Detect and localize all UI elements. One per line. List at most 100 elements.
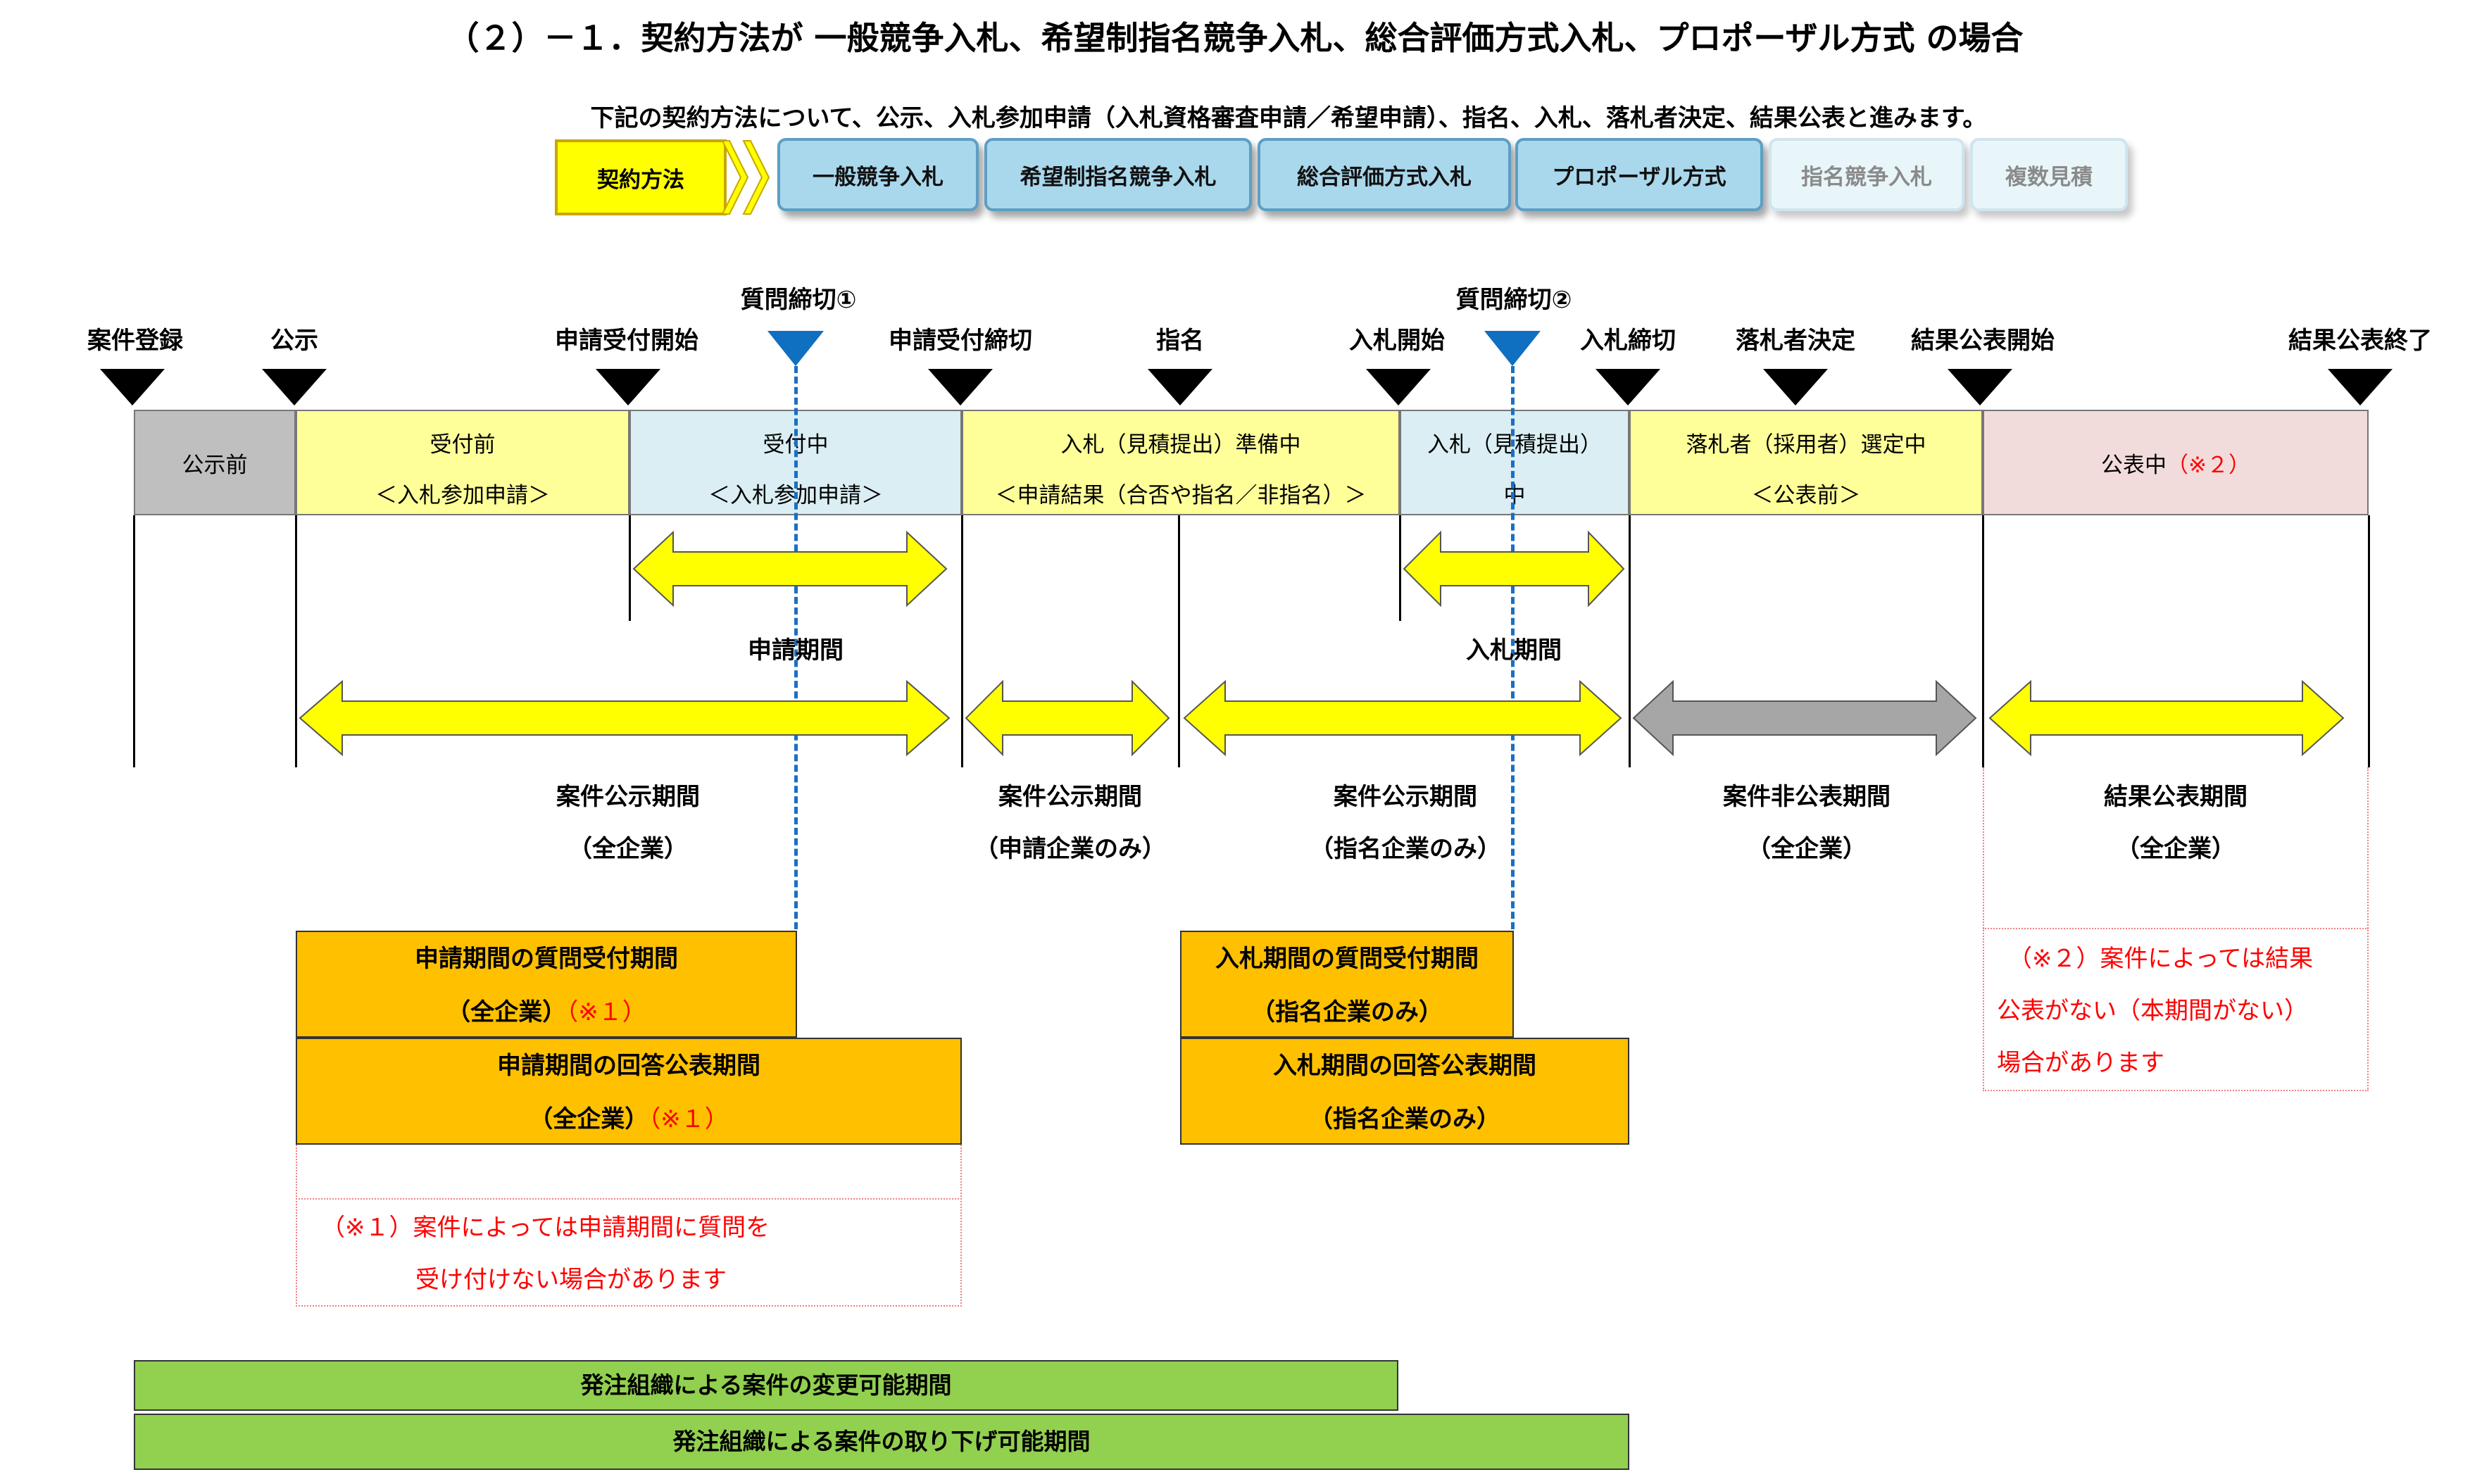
note-2-line: 場合があります bbox=[1997, 1049, 2164, 1077]
box-scope: （全企業） bbox=[529, 1105, 649, 1133]
note-2-box bbox=[1983, 767, 2369, 1091]
note-2-divider bbox=[1983, 928, 2369, 929]
milestone-marker-icon bbox=[2328, 369, 2393, 405]
method-button-proposal[interactable]: プロポーザル方式 bbox=[1515, 138, 1763, 211]
box-scope-group: （全企業）（※１） bbox=[297, 993, 796, 1027]
question-deadline-line bbox=[794, 366, 798, 929]
publication-period-label: 案件非公表期間 bbox=[1723, 783, 1891, 811]
timeline-divider bbox=[1982, 515, 1984, 767]
timeline-divider bbox=[133, 515, 135, 767]
timeline-divider bbox=[629, 515, 631, 621]
milestone-application-start: 申請受付開始 bbox=[555, 327, 698, 355]
milestone-application-deadline: 申請受付締切 bbox=[889, 327, 1032, 355]
non-public-period-arrow bbox=[1632, 679, 1977, 757]
phase-winner-selection: 落札者（採用者）選定中 ＜公表前＞ bbox=[1629, 410, 1983, 515]
milestone-marker-icon bbox=[1148, 369, 1212, 405]
question-deadline-line bbox=[1511, 366, 1515, 929]
phase-sublabel: ＜公表前＞ bbox=[1751, 483, 1861, 508]
publication-period-label: 案件公示期間 bbox=[998, 783, 1142, 811]
milestone-bidding-deadline: 入札締切 bbox=[1580, 327, 1676, 355]
public-period-all-arrow bbox=[299, 679, 951, 757]
phase-label: 公示前 bbox=[182, 452, 248, 478]
phase-label: 入札（見積提出） bbox=[1427, 432, 1602, 458]
milestone-designation: 指名 bbox=[1156, 327, 1204, 355]
question-deadline-marker-icon bbox=[1484, 331, 1541, 366]
milestone-question-deadline-1: 質問締切① bbox=[740, 286, 857, 314]
publication-period-label: 案件公示期間 bbox=[1334, 783, 1477, 811]
page-title: （２）－１．契約方法が 一般競争入札、希望制指名競争入札、総合評価方式入札、プロ… bbox=[446, 19, 2024, 57]
timeline-divider bbox=[2368, 515, 2370, 767]
box-note-ref: （※１） bbox=[566, 998, 646, 1026]
phase-publishing: 公表中（※２） bbox=[1983, 410, 2369, 515]
note-2-line: （※２）案件によっては結果 bbox=[2008, 945, 2314, 973]
application-period-label: 申請期間 bbox=[748, 636, 844, 665]
method-button-designated-competitive[interactable]: 指名競争入札 bbox=[1769, 138, 1964, 211]
publication-period-scope: （申請企業のみ） bbox=[974, 835, 1166, 863]
publication-period-scope: （指名企業のみ） bbox=[1310, 835, 1501, 863]
timeline-divider bbox=[961, 515, 963, 767]
bidding-question-period-box: 入札期間の質問受付期間 （指名企業のみ） bbox=[1180, 931, 1514, 1038]
milestone-marker-icon bbox=[928, 369, 993, 405]
bidding-period-label: 入札期間 bbox=[1466, 636, 1562, 665]
milestone-marker-icon bbox=[1763, 369, 1828, 405]
phase-before-acceptance: 受付前 ＜入札参加申請＞ bbox=[296, 410, 629, 515]
milestone-case-registration: 案件登録 bbox=[87, 327, 183, 355]
method-button-comprehensive-evaluation[interactable]: 総合評価方式入札 bbox=[1258, 138, 1511, 211]
box-note-ref: （※１） bbox=[648, 1105, 729, 1133]
milestone-announcement: 公示 bbox=[270, 327, 318, 355]
phase-sublabel: ＜申請結果（合否や指名／非指名）＞ bbox=[995, 483, 1367, 508]
phase-label: 落札者（採用者）選定中 bbox=[1686, 432, 1926, 458]
timeline-divider bbox=[1399, 515, 1401, 621]
milestone-bidding-start: 入札開始 bbox=[1349, 327, 1445, 355]
milestone-question-deadline-2: 質問締切② bbox=[1455, 286, 1572, 314]
phase-before-announcement: 公示前 bbox=[134, 410, 296, 515]
phase-bidding: 入札（見積提出） 中 bbox=[1400, 410, 1629, 515]
publication-period-label: 案件公示期間 bbox=[556, 783, 700, 811]
phase-label: 入札（見積提出）準備中 bbox=[1060, 432, 1301, 458]
milestone-marker-icon bbox=[1596, 369, 1660, 405]
page-subtitle: 下記の契約方法について、公示、入札参加申請（入札資格審査申請／希望申請）、指名、… bbox=[590, 104, 1987, 132]
timeline-divider bbox=[1178, 515, 1180, 767]
phase-bid-preparation: 入札（見積提出）準備中 ＜申請結果（合否や指名／非指名）＞ bbox=[962, 410, 1400, 515]
public-period-designated-arrow bbox=[1183, 679, 1622, 757]
application-answer-period-box: 申請期間の回答公表期間 （全企業）（※１） bbox=[296, 1038, 962, 1145]
question-deadline-marker-icon bbox=[767, 331, 824, 366]
change-possible-period-bar: 発注組織による案件の変更可能期間 bbox=[134, 1360, 1398, 1411]
milestone-result-publication-start: 結果公表開始 bbox=[1911, 327, 2055, 355]
milestone-marker-icon bbox=[262, 369, 327, 405]
milestone-marker-icon bbox=[100, 369, 165, 405]
box-scope: （指名企業のみ） bbox=[1251, 998, 1443, 1026]
box-title: 入札期間の質問受付期間 bbox=[1215, 945, 1479, 973]
milestone-marker-icon bbox=[596, 369, 660, 405]
publication-period-scope: （全企業） bbox=[568, 835, 688, 863]
box-title: 入札期間の回答公表期間 bbox=[1273, 1052, 1536, 1080]
note-1-divider bbox=[296, 1198, 962, 1200]
bidding-period-arrow bbox=[1403, 530, 1625, 608]
box-title: 申請期間の回答公表期間 bbox=[497, 1052, 760, 1080]
box-scope: （指名企業のみ） bbox=[1309, 1105, 1500, 1133]
publication-period-scope: （全企業） bbox=[2116, 835, 2236, 863]
milestone-winner-decision: 落札者決定 bbox=[1736, 327, 1855, 355]
contract-method-header: 契約方法 bbox=[555, 139, 779, 215]
milestone-marker-icon bbox=[1366, 369, 1431, 405]
box-title: 申請期間の質問受付期間 bbox=[415, 945, 678, 973]
note-2-line: 公表がない（本期間がない） bbox=[1997, 997, 2308, 1025]
box-scope: （全企業） bbox=[446, 998, 567, 1026]
withdrawal-possible-period-bar: 発注組織による案件の取り下げ可能期間 bbox=[134, 1414, 1629, 1470]
application-period-arrow bbox=[632, 530, 948, 608]
phase-note-ref: （※２） bbox=[2167, 452, 2250, 478]
phase-label-group: 公表中（※２） bbox=[1984, 411, 2367, 514]
public-period-applicants-arrow bbox=[965, 679, 1170, 757]
box-scope-group: （全企業）（※１） bbox=[297, 1100, 960, 1134]
method-button-multiple-quotes[interactable]: 複数見積 bbox=[1970, 138, 2128, 211]
publication-period-scope: （全企業） bbox=[1747, 835, 1867, 863]
result-publication-period-arrow bbox=[1988, 679, 2345, 757]
note-1-line: （※１）案件によっては申請期間に質問を bbox=[321, 1214, 770, 1242]
note-1-line: 受け付けない場合があります bbox=[415, 1266, 727, 1294]
milestone-marker-icon bbox=[1948, 369, 2012, 405]
method-button-general-competitive[interactable]: 一般競争入札 bbox=[777, 138, 979, 211]
milestone-result-publication-end: 結果公表終了 bbox=[2288, 327, 2432, 355]
phase-sublabel: ＜入札参加申請＞ bbox=[375, 483, 550, 508]
method-button-designated-competitive-by-request[interactable]: 希望制指名競争入札 bbox=[984, 138, 1252, 211]
